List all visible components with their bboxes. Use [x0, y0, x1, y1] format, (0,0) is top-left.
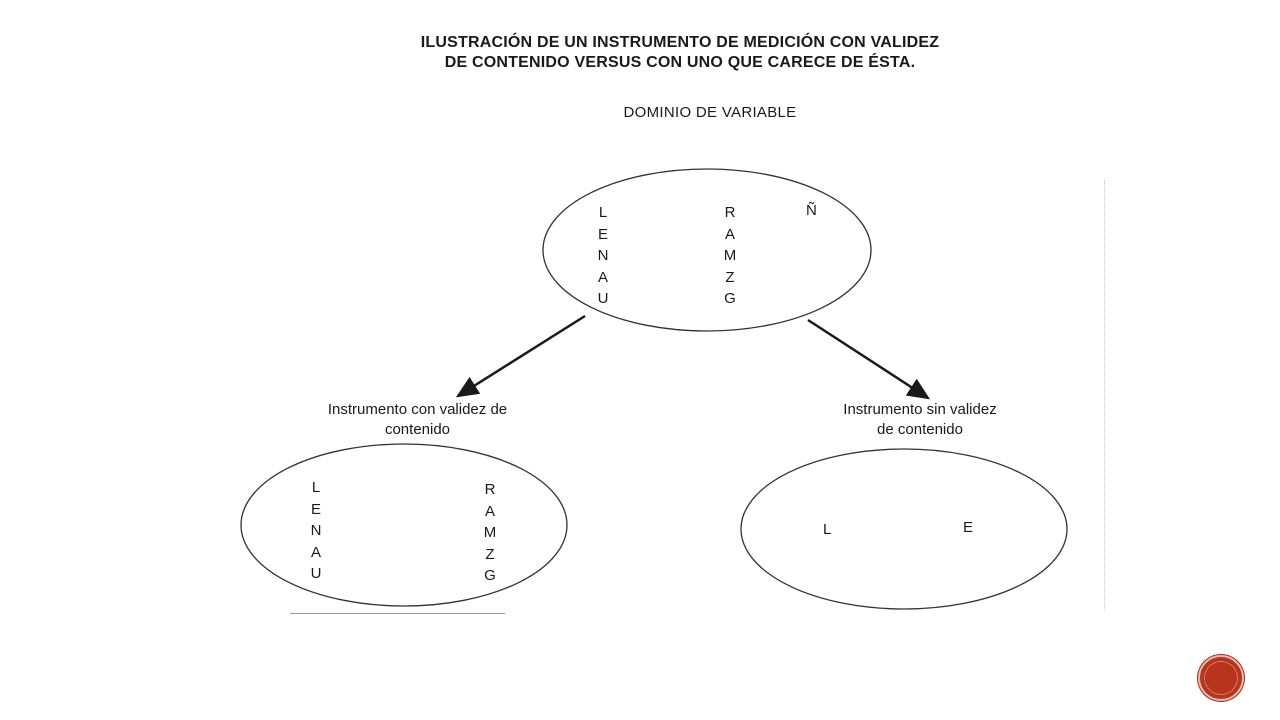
letter: U — [310, 565, 322, 582]
letter: M — [723, 247, 737, 264]
letter: G — [724, 290, 736, 307]
arrow-to-right — [807, 318, 931, 400]
letter: E — [310, 500, 321, 518]
top-letters-col-2: R A M Z G — [720, 202, 740, 310]
left-letters-col-2: R A M Z G — [480, 479, 500, 587]
letter: L — [311, 479, 321, 496]
letter: M — [483, 524, 497, 541]
letter: A — [724, 225, 735, 243]
slide-nav-button[interactable] — [1198, 655, 1244, 701]
right-letter-2: E — [963, 519, 974, 536]
left-instrument-label: Instrumento con validez de contenido — [280, 400, 555, 440]
left-label-line-1: Instrumento con validez de — [327, 401, 508, 418]
letter: L — [598, 204, 608, 221]
right-letter-1: L — [823, 521, 832, 538]
letter: A — [597, 268, 608, 286]
domain-heading: DOMINIO DE VARIABLE — [623, 104, 797, 121]
letter: A — [484, 502, 495, 520]
letter: E — [597, 225, 608, 243]
right-instrument-label: Instrumento sin validez de contenido — [800, 400, 1040, 440]
nav-button-ring — [1204, 661, 1238, 695]
title-line-1: ILUSTRACIÓN DE UN INSTRUMENTO DE MEDICIÓ… — [420, 34, 940, 51]
letter: R — [484, 481, 496, 498]
right-ellipse — [740, 448, 1068, 610]
left-label-line-2: contenido — [384, 421, 451, 438]
letter: U — [597, 290, 609, 307]
top-ellipse — [542, 168, 872, 332]
scan-edge-rule — [290, 613, 505, 614]
letter: N — [597, 247, 609, 264]
letter: Z — [725, 268, 735, 286]
left-letters-col-1: L E N A U — [306, 477, 326, 585]
right-label-line-2: de contenido — [877, 421, 963, 438]
right-label-line-1: Instrumento sin validez — [843, 401, 997, 418]
scan-edge-dots — [1104, 180, 1106, 610]
title-line-2: DE CONTENIDO VERSUS CON UNO QUE CARECE D… — [444, 54, 916, 71]
top-letters-col-1: L E N A U — [593, 202, 613, 310]
letter: N — [310, 522, 322, 539]
letter: R — [724, 204, 736, 221]
letter: G — [484, 567, 496, 584]
left-ellipse — [240, 443, 568, 607]
arrow-to-left — [455, 314, 586, 398]
top-letter-extra: Ñ — [806, 202, 817, 219]
letter: A — [310, 543, 321, 561]
letter: Z — [485, 545, 495, 563]
diagram-title: ILUSTRACIÓN DE UN INSTRUMENTO DE MEDICIÓ… — [330, 33, 1030, 73]
